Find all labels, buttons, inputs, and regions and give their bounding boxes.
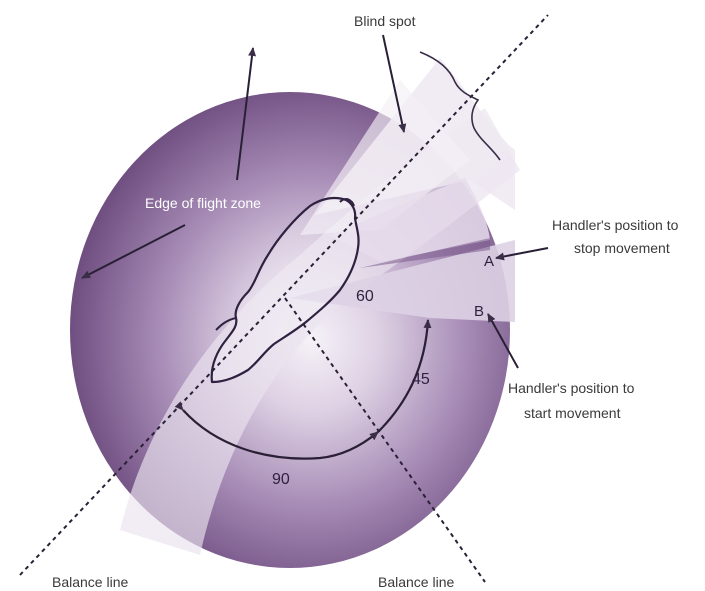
balance-line-left-label: Balance line (52, 574, 128, 590)
animal-head-tip (339, 198, 355, 207)
handler-start-label-line2: start movement (524, 405, 621, 421)
arc-90 (174, 401, 379, 460)
stop-zone-wedge (330, 178, 490, 262)
blind-spot-label: Blind spot (354, 13, 416, 29)
angle-45-label: 45 (412, 371, 430, 388)
blind-spot-bracket (419, 51, 501, 161)
edge-of-flight-zone-label: Edge of flight zone (145, 195, 261, 211)
point-a-label: A (484, 253, 494, 270)
handler-stop-label-line2: stop movement (574, 240, 670, 256)
angle-60-label: 60 (356, 288, 374, 305)
balance-line-1 (19, 14, 549, 576)
balance-line-2 (284, 297, 486, 583)
flight-zone-arrow-up (236, 47, 257, 181)
handler-stop-label-line1: Handler's position to (552, 217, 679, 233)
start-zone-wedge (290, 240, 515, 322)
arc-45 (377, 319, 432, 433)
angle-90-label: 90 (272, 471, 290, 488)
blind-spot-wedge-inner (300, 80, 470, 235)
animal-outline (210, 196, 360, 384)
balance-line-right-label: Balance line (378, 574, 454, 590)
animal-tail (215, 317, 237, 331)
handler-stop-arrow (495, 247, 549, 261)
blind-spot-arrow (382, 34, 407, 133)
point-b-label: B (474, 303, 484, 320)
handler-start-label-line1: Handler's position to (508, 380, 635, 396)
handler-start-arrow (487, 313, 519, 369)
flight-zone-arrow-left (81, 224, 186, 279)
stop-start-gap (360, 238, 490, 268)
